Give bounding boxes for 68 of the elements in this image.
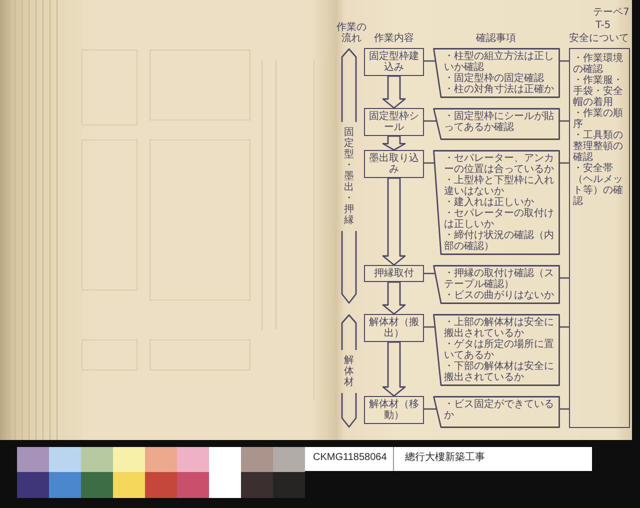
check-callout: [433, 314, 560, 386]
process-box: [364, 108, 424, 136]
process-box: [364, 265, 424, 282]
page-reference: T-5: [596, 20, 611, 31]
block-arrow: [382, 177, 406, 266]
phase-label: 解体材: [344, 354, 354, 388]
safety-item-text: ・作業環境の確認: [573, 53, 624, 75]
connector-line: [560, 60, 569, 62]
safety-item-text: ・工具類の整理整頓の確認: [573, 130, 624, 163]
check-item-text: ・固定型枠にシールが貼ってあるか確認: [444, 111, 555, 133]
connector-line: [424, 162, 434, 164]
check-item-text: ・建入れは正しいか: [444, 197, 535, 208]
phase-band: [341, 314, 357, 428]
check-item-text: ・柱の対角寸法は正確か: [444, 84, 555, 95]
column-header: 確認事項: [476, 33, 516, 44]
connector-line: [424, 408, 436, 410]
block-arrow: [382, 341, 406, 397]
check-item-text: ・ゲタは所定の場所に置いてあるか: [444, 339, 555, 361]
safety-notes-box: [569, 48, 630, 428]
process-box: [364, 314, 424, 342]
column-header: 作業の流れ: [336, 22, 367, 44]
connector-line: [560, 277, 569, 279]
process-label: 墨出取り込み: [368, 153, 420, 175]
phase-label: 固定型・墨出・押縁: [344, 126, 354, 226]
check-callout: [433, 150, 560, 255]
check-item-text: ・セパレーター、アンカーの位置は合っているか: [444, 153, 555, 175]
check-item-text: ・ビスの曲がりはないか: [444, 290, 555, 301]
connector-line: [424, 60, 436, 62]
block-arrow: [382, 135, 406, 151]
process-box: [364, 396, 424, 424]
process-label: 押縁取付: [374, 268, 414, 279]
connector-line: [560, 408, 569, 410]
check-item-text: ・下部の解体材は安全に搬出されているか: [444, 361, 555, 383]
phase-band: [341, 48, 357, 304]
check-callout: [433, 48, 560, 98]
check-item-text: ・上型枠と下型枠に入れ違いはないか: [444, 175, 555, 197]
check-item-text: ・押縁の取付け確認（ステープル確認）: [444, 268, 555, 290]
check-item-text: ・ビス固定ができているか: [444, 399, 555, 421]
block-arrow: [382, 281, 406, 315]
check-callout: [433, 396, 560, 428]
check-item-text: ・セパレーターの取付けは正しいか: [444, 208, 555, 230]
safety-item-text: ・作業服・手袋・安全帽の着用: [573, 75, 624, 108]
check-item-text: ・柱型の組立方法は正しいか確認: [444, 51, 555, 73]
catalog-number: CKMG11858064: [313, 452, 387, 464]
process-label: 固定型枠シール: [368, 111, 420, 133]
process-box: [364, 150, 424, 178]
process-box: [364, 48, 424, 76]
connector-line: [424, 120, 436, 122]
check-callout: [433, 265, 560, 304]
connector-line: [560, 326, 569, 328]
check-callout: [433, 108, 560, 140]
block-arrow: [382, 75, 406, 109]
connector-line: [424, 326, 434, 328]
process-label: 解体材（移動）: [368, 399, 420, 421]
safety-item-text: ・作業の順序: [573, 108, 624, 130]
connector-line: [424, 272, 435, 274]
check-item-text: ・上部の解体材は安全に搬出されているか: [444, 317, 555, 339]
page-reference: テーペ7: [593, 7, 630, 18]
catalog-title: 總行大樓新築工事: [405, 452, 485, 464]
process-label: 解体材（搬出）: [368, 317, 420, 339]
connector-line: [560, 162, 569, 164]
column-header: 作業内容: [374, 33, 414, 44]
process-label: 固定型枠建込み: [368, 51, 420, 73]
check-item-text: ・固定型枠の固定確認: [444, 73, 545, 84]
safety-item-text: ・安全帯（ヘルメット等）の確認: [573, 163, 624, 207]
connector-line: [560, 120, 569, 122]
column-header: 安全について: [569, 33, 629, 44]
check-item-text: ・締付け状況の確認（内部の確認）: [444, 230, 555, 252]
